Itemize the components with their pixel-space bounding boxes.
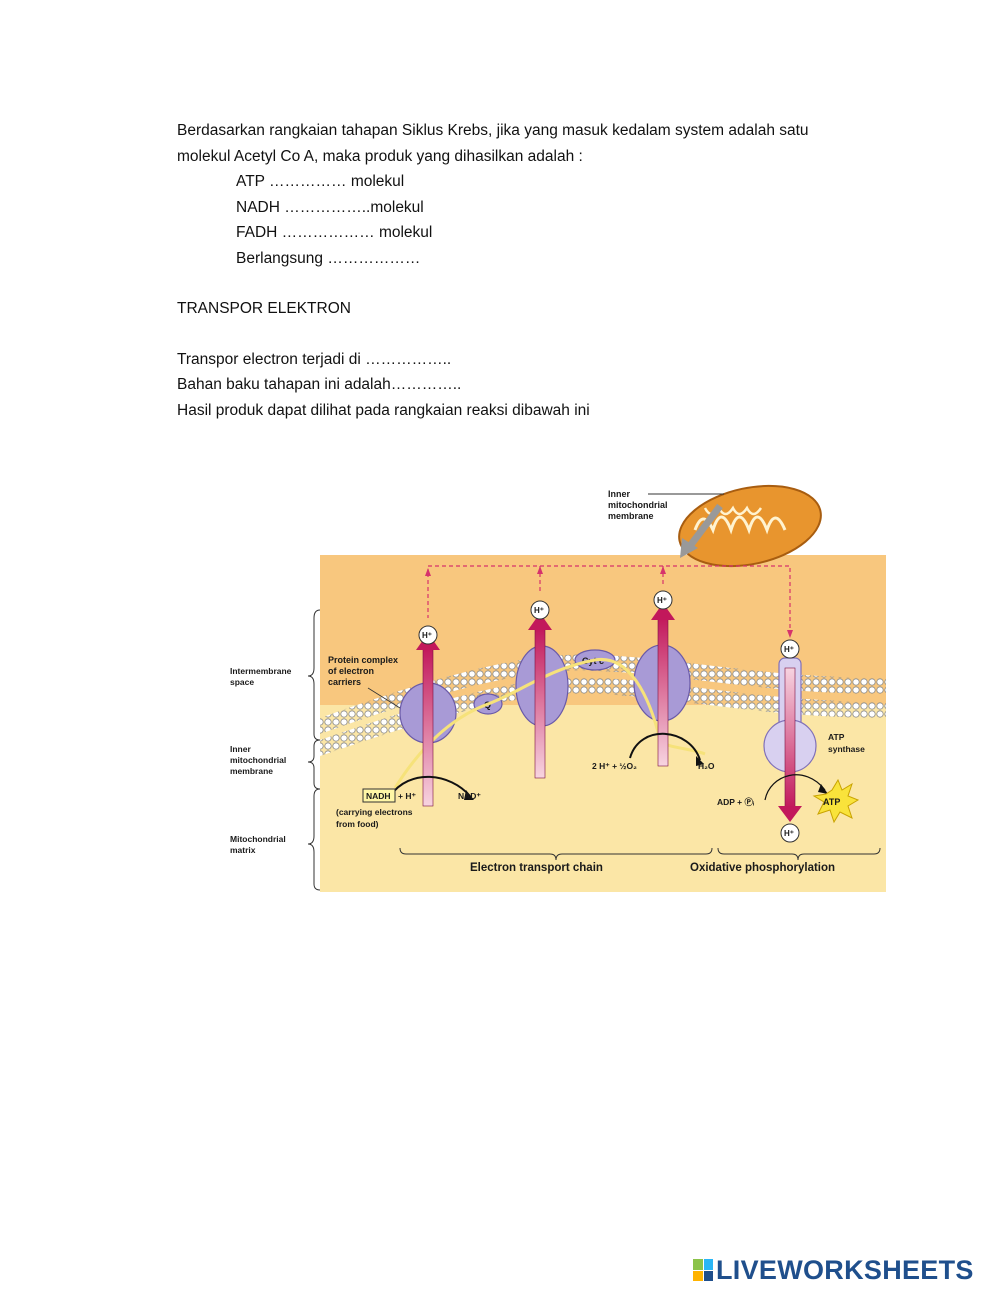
carrying-label-1: (carrying electrons bbox=[336, 807, 413, 817]
membrane-bottom-leaflet bbox=[320, 677, 886, 756]
water-reactants-label: 2 H⁺ + ½O₂ bbox=[592, 761, 637, 771]
nad-label: NAD⁺ bbox=[458, 791, 481, 801]
h-plus-4: H⁺ bbox=[784, 645, 794, 654]
h-plus-badge-5: H⁺ bbox=[780, 823, 800, 843]
callout-arrow bbox=[687, 503, 723, 549]
oxphos-label: Oxidative phosphorylation bbox=[690, 862, 835, 874]
carrying-label-2: from food) bbox=[336, 819, 379, 829]
h-plus-3: H⁺ bbox=[657, 596, 667, 605]
question-line-2: molekul Acetyl Co A, maka produk yang di… bbox=[177, 147, 583, 165]
question-line-1: Berdasarkan rangkaian tahapan Siklus Kre… bbox=[177, 122, 809, 139]
adp-label: ADP + Ⓟᵢ bbox=[717, 797, 754, 807]
h-plus-badge-4: H⁺ bbox=[780, 639, 800, 659]
protein-label-2: of electron bbox=[328, 666, 374, 676]
etc-label: Electron transport chain bbox=[470, 862, 603, 874]
answer-item-location: Berlangsung ……………… bbox=[236, 249, 421, 267]
side-label-intermembrane-2: space bbox=[230, 677, 254, 687]
section-line-products: Hasil produk dapat dilihat pada rangkaia… bbox=[177, 401, 590, 419]
h-plus-badge-3: H⁺ bbox=[653, 590, 673, 610]
nadh-label: NADH bbox=[366, 791, 391, 801]
nadh-plus-label: + H⁺ bbox=[398, 791, 416, 801]
liveworksheets-logo[interactable]: LIVEWORKSHEETS bbox=[693, 1254, 974, 1286]
logo-icon bbox=[693, 1259, 713, 1281]
side-label-matrix-2: matrix bbox=[230, 845, 256, 855]
answer-item-nadh: NADH ……………..molekul bbox=[236, 198, 424, 216]
logo-text: LIVEWORKSHEETS bbox=[716, 1254, 974, 1285]
section-heading: TRANSPOR ELEKTRON bbox=[177, 300, 351, 317]
answer-item-fadh: FADH ……………… molekul bbox=[236, 224, 433, 241]
protein-label-1: Protein complex bbox=[328, 655, 398, 665]
side-label-inner-2: mitochondrial bbox=[230, 755, 286, 765]
atp-synthase-label-1: ATP bbox=[828, 732, 845, 742]
electron-transport-diagram: Inner mitochondrial membrane Q Cyt c bbox=[220, 478, 900, 898]
h-plus-badge-1: H⁺ bbox=[418, 625, 438, 645]
side-label-inner-1: Inner bbox=[230, 744, 251, 754]
h-plus-2: H⁺ bbox=[534, 606, 544, 615]
worksheet-text: Berdasarkan rangkaian tahapan Siklus Kre… bbox=[177, 118, 857, 423]
mitochondrion-icon bbox=[678, 484, 822, 568]
callout-label-2: mitochondrial bbox=[608, 500, 668, 510]
callout-label-1: Inner bbox=[608, 489, 631, 499]
atp-product-label: ATP bbox=[823, 797, 840, 807]
h-plus-badge-2: H⁺ bbox=[530, 600, 550, 620]
water-product-label: H₂O bbox=[698, 761, 715, 771]
answer-item-atp: ATP …………… molekul bbox=[236, 173, 405, 190]
callout-label-3: membrane bbox=[608, 511, 654, 521]
h-plus-5: H⁺ bbox=[784, 829, 794, 838]
side-label-matrix-1: Mitochondrial bbox=[230, 834, 286, 844]
atp-synthase-label-2: synthase bbox=[828, 744, 865, 754]
section-line-location: Transpor electron terjadi di …………….. bbox=[177, 350, 452, 368]
membrane-top-leaflet bbox=[320, 654, 886, 734]
h-plus-1: H⁺ bbox=[422, 631, 432, 640]
atp-star-icon bbox=[812, 778, 860, 824]
section-line-materials: Bahan baku tahapan ini adalah………….. bbox=[177, 376, 462, 393]
side-label-inner-3: membrane bbox=[230, 766, 273, 776]
side-label-intermembrane-1: Intermembrane bbox=[230, 666, 292, 676]
protein-label-3: carriers bbox=[328, 677, 361, 687]
